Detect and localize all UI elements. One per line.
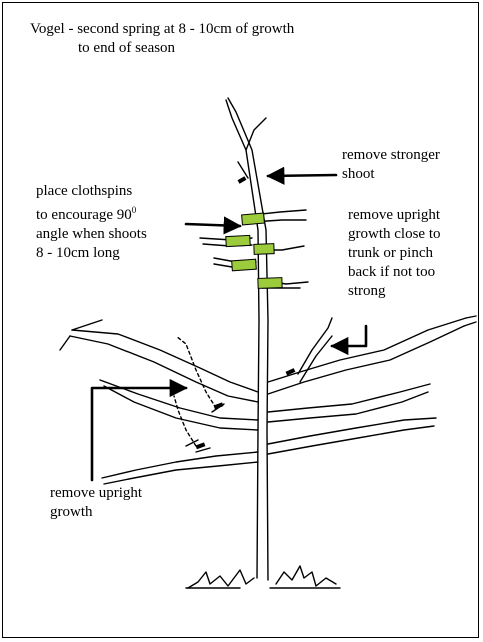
trunk-left-edge xyxy=(226,100,259,578)
clothespin-1 xyxy=(242,213,265,225)
cut-mark-left-2 xyxy=(196,442,206,449)
arrow-to-upright-left xyxy=(92,388,186,480)
branch-upper-left xyxy=(72,330,258,392)
clothespin-2 xyxy=(226,235,250,246)
clothespin-4 xyxy=(232,259,257,271)
arrow-to-clothespins xyxy=(186,224,240,226)
clothespin-5 xyxy=(258,278,282,289)
trunk-right-edge xyxy=(228,98,268,580)
branch-lower-right xyxy=(268,418,436,444)
upright-shoot-right xyxy=(298,318,332,374)
ground-tufts xyxy=(188,570,254,588)
arrow-to-upright-right xyxy=(332,326,366,346)
upright-shoot-left-2 xyxy=(174,396,196,446)
branch-mid-right xyxy=(268,384,430,412)
cut-mark-top xyxy=(238,176,247,183)
clothespin-3 xyxy=(254,244,274,255)
stronger-shoot xyxy=(246,118,266,150)
arrow-to-stronger-shoot xyxy=(268,175,336,176)
